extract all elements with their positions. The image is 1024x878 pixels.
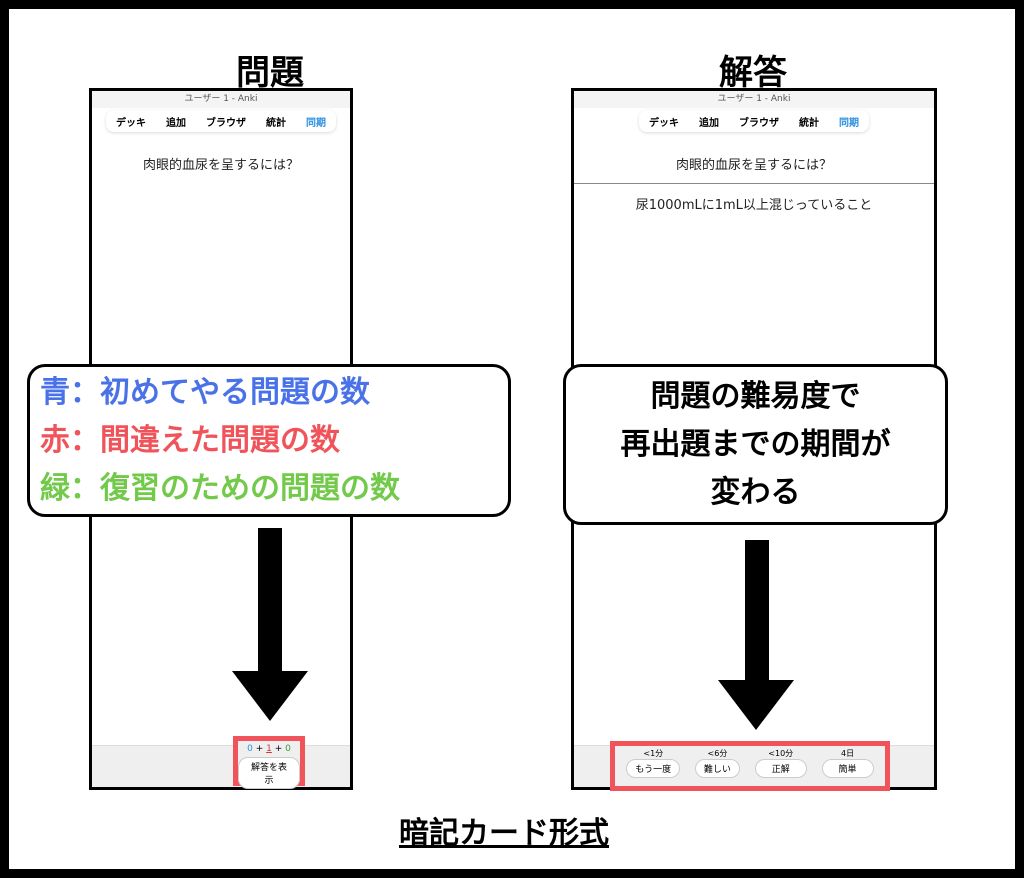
window-title: ユーザー 1 - Anki [92, 91, 350, 108]
window-title: ユーザー 1 - Anki [574, 91, 934, 108]
divider [574, 183, 934, 184]
legend-green: 緑：復習のための問題の数 [40, 471, 400, 506]
interval-easy: 4日 [841, 749, 855, 758]
show-answer-button[interactable]: 解答を表示 [238, 757, 300, 789]
bottom-caption: 暗記カード形式 [399, 816, 609, 851]
question-screen: ユーザー 1 - Anki デッキ 追加 ブラウザ 統計 同期 肉眼的血尿を呈す… [89, 88, 353, 790]
easy-button[interactable]: 簡単 [821, 759, 874, 778]
answer-heading: 解答 [719, 53, 787, 93]
plus: + [274, 744, 283, 754]
plus: + [255, 744, 264, 754]
nav-stats[interactable]: 統計 [266, 117, 286, 129]
legend-callout: 青：初めてやる問題の数 赤：間違えた問題の数 緑：復習のための問題の数 [27, 364, 511, 517]
legend-blue: 青：初めてやる問題の数 [40, 375, 370, 410]
nav-bar: デッキ 追加 ブラウザ 統計 同期 [106, 110, 336, 132]
question-heading: 問題 [236, 53, 304, 93]
nav-decks[interactable]: デッキ [649, 117, 679, 129]
interval-good: <10分 [768, 749, 794, 758]
nav-add[interactable]: 追加 [699, 117, 719, 129]
note-line: 再出題までの期間が [620, 427, 891, 462]
review-count: 0 [285, 744, 291, 754]
note-callout: 問題の難易度で 再出題までの期間が 変わる [563, 364, 948, 525]
nav-stats[interactable]: 統計 [799, 117, 819, 129]
nav-browse[interactable]: ブラウザ [206, 117, 246, 129]
down-arrow-icon [718, 540, 794, 730]
hard-button[interactable]: 難しい [694, 759, 740, 778]
question-text: 肉眼的血尿を呈するには？ [142, 158, 299, 173]
nav-decks[interactable]: デッキ [116, 117, 146, 129]
new-count: 0 [247, 744, 253, 754]
note-line: 問題の難易度で [650, 379, 861, 414]
nav-bar: デッキ 追加 ブラウザ 統計 同期 [639, 110, 869, 132]
learn-count: 1 [266, 744, 272, 754]
nav-browse[interactable]: ブラウザ [739, 117, 779, 129]
question-text: 肉眼的血尿を呈するには？ [675, 158, 832, 173]
legend-red: 赤：間違えた問題の数 [40, 423, 340, 458]
good-button[interactable]: 正解 [754, 759, 807, 778]
answer-text: 尿1000mLに1mL以上混じっていること [635, 198, 873, 213]
note-line: 変わる [710, 475, 801, 510]
counts-highlight: 0 + 1 + 0 解答を表示 [233, 736, 305, 789]
again-button[interactable]: もう一度 [626, 759, 681, 778]
down-arrow-icon [232, 528, 308, 721]
bottom-bar [92, 745, 350, 787]
nav-sync[interactable]: 同期 [306, 117, 326, 129]
interval-hard: <6分 [707, 749, 728, 758]
nav-add[interactable]: 追加 [166, 117, 186, 129]
nav-sync[interactable]: 同期 [839, 117, 859, 129]
interval-again: <1分 [643, 749, 664, 758]
ease-highlight: <1分もう一度 <6分難しい <10分正解 4日簡単 [610, 741, 890, 791]
